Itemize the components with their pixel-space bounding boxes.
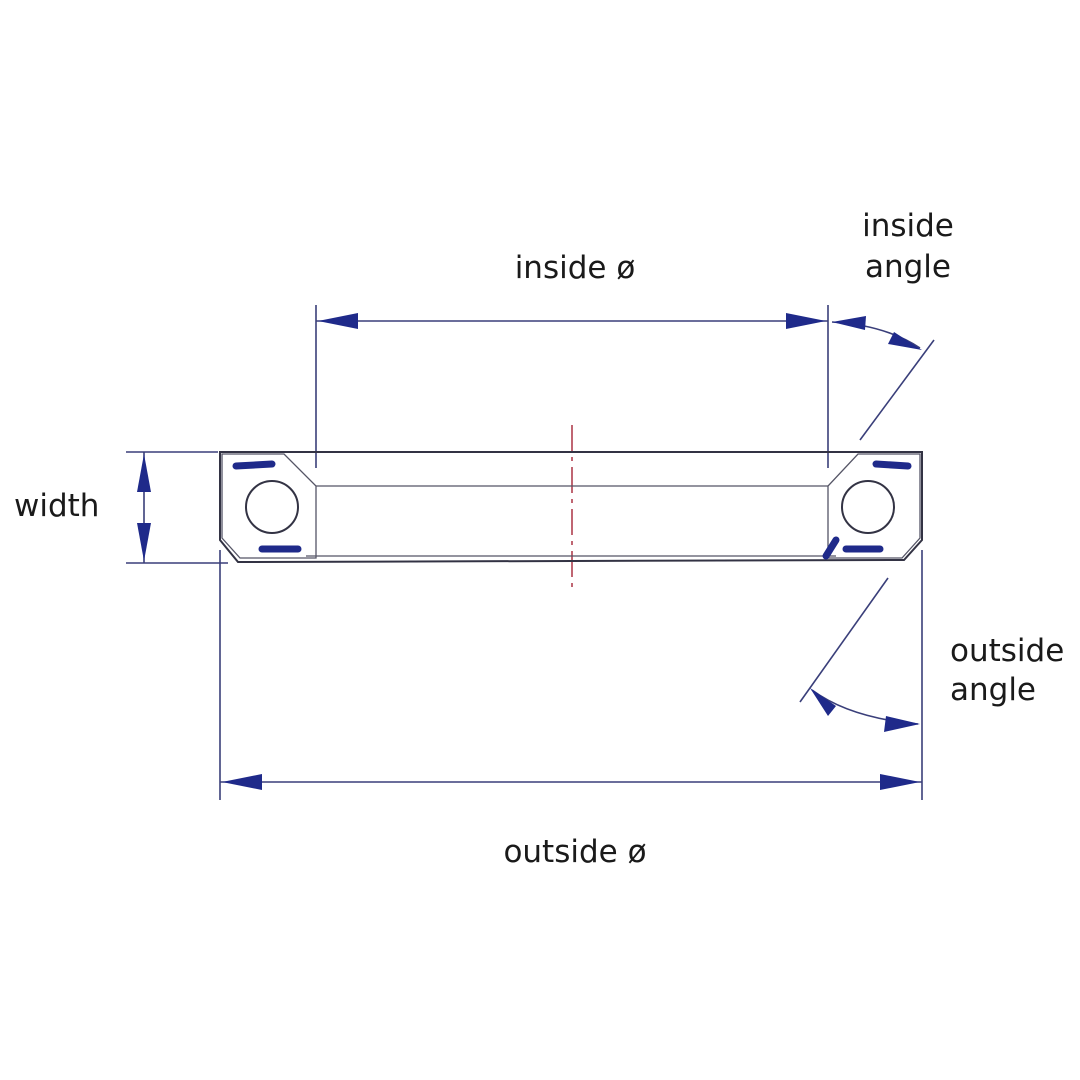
left-race-section: [221, 453, 317, 559]
inside-angle-label-line2: angle: [865, 249, 951, 285]
inside-angle-arrow-left: [832, 316, 866, 330]
outside-angle-dimension: [799, 577, 920, 732]
inside-angle-dimension: [831, 316, 935, 441]
right-seal-top: [872, 460, 912, 470]
inside-angle-arrow-right: [888, 332, 922, 350]
inside-angle-label-line1: inside: [862, 208, 954, 244]
right-seal-wedge: [822, 536, 840, 560]
left-seal-top: [232, 460, 276, 470]
right-ball: [841, 480, 895, 534]
outside-angle-arrow-left: [810, 688, 836, 716]
inside-diameter-dimension: [315, 305, 829, 468]
outside-diameter-arrow-left: [222, 774, 262, 790]
left-ball: [245, 480, 299, 534]
width-arrow-bottom: [137, 523, 151, 561]
width-arrow-top: [137, 454, 151, 492]
bearing-cross-section: [219, 451, 923, 564]
outside-diameter-label: outside ø: [503, 834, 646, 870]
width-dimension: [126, 451, 228, 564]
width-label: width: [14, 488, 99, 524]
outside-angle-arrow-right: [884, 716, 920, 732]
outside-diameter-arrow-right: [880, 774, 920, 790]
outside-angle-label-line2: angle: [950, 672, 1036, 708]
outside-angle-label-line1: outside: [950, 633, 1064, 669]
inside-diameter-label: inside ø: [515, 250, 636, 286]
outside-diameter-dimension: [219, 550, 923, 800]
inside-diameter-arrow-left: [318, 313, 358, 329]
inside-diameter-arrow-right: [786, 313, 826, 329]
